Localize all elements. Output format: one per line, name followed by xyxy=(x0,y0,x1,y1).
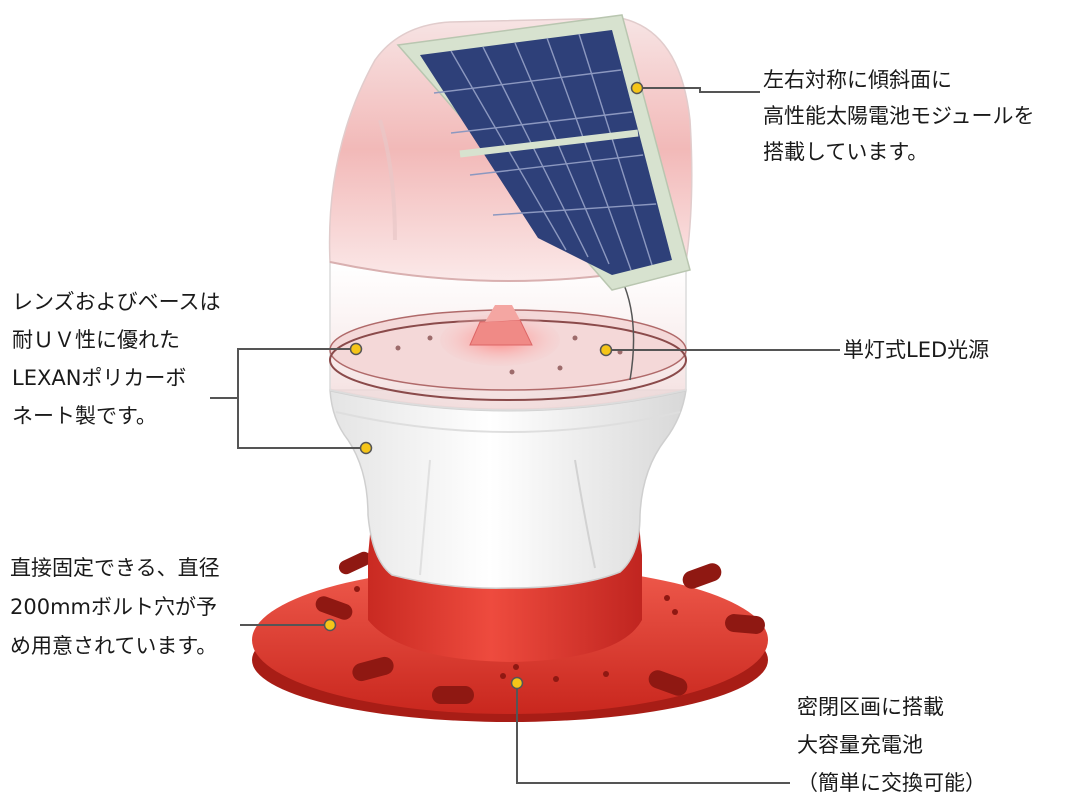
leader-lines xyxy=(210,87,840,784)
callout-line: ネート製です。 xyxy=(12,404,157,428)
clear-lens-section xyxy=(329,261,687,411)
marker-led-source xyxy=(599,343,613,357)
leader-battery xyxy=(516,683,790,784)
callout-line: 搭載しています。 xyxy=(763,140,929,164)
lens-housing-white xyxy=(329,388,687,589)
callout-line: 高性能太陽電池モジュールを xyxy=(763,104,1035,128)
callout-line: 200mmボルト穴が予 xyxy=(10,595,217,619)
callout-line: 左右対称に傾斜面に xyxy=(763,68,952,92)
leader-solar-panel xyxy=(637,87,760,93)
callout-battery: 密閉区画に搭載 大容量充電池 （簡単に交換可能） xyxy=(797,688,986,802)
callout-lens-base: レンズおよびベースは 耐ＵＶ性に優れた LEXANポリカーボ ネート製です。 xyxy=(12,283,221,435)
marker-battery xyxy=(510,676,524,690)
callout-line: め用意されています。 xyxy=(10,634,218,658)
callout-line: 直接固定できる、直径 xyxy=(10,556,220,580)
callout-line: 密閉区画に搭載 xyxy=(797,695,944,719)
callout-bolt-holes: 直接固定できる、直径 200mmボルト穴が予 め用意されています。 xyxy=(10,549,220,666)
callout-solar-panel: 左右対称に傾斜面に 高性能太陽電池モジュールを 搭載しています。 xyxy=(763,62,1035,170)
callout-line: レンズおよびベースは xyxy=(12,290,221,314)
callout-line: 単灯式LED光源 xyxy=(843,338,990,362)
solar-panel xyxy=(396,14,691,291)
callout-line: LEXANポリカーボ xyxy=(12,366,187,390)
callout-led-source: 単灯式LED光源 xyxy=(843,332,989,368)
marker-housing xyxy=(359,441,373,455)
callout-markers xyxy=(323,81,644,690)
marker-lens-left xyxy=(349,342,363,356)
callout-line: 耐ＵＶ性に優れた xyxy=(12,328,180,352)
callout-line: 大容量充電池 xyxy=(797,733,923,757)
marker-solar-panel xyxy=(630,81,644,95)
callout-line: （簡単に交換可能） xyxy=(797,771,986,795)
marker-bolt-holes xyxy=(323,618,337,632)
